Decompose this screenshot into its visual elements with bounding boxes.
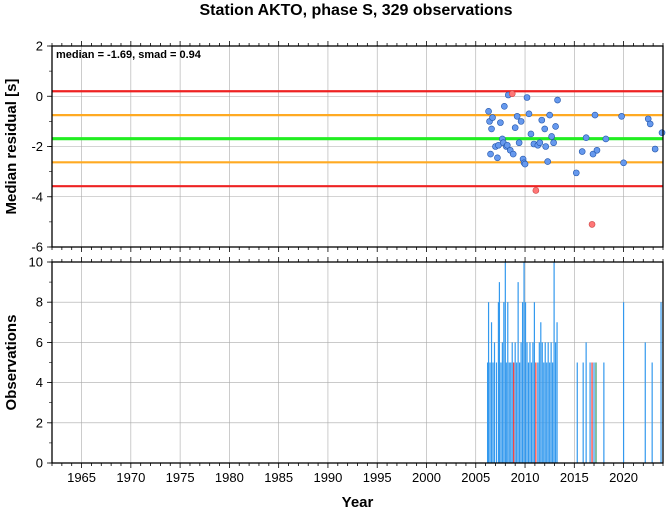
residual-point bbox=[501, 103, 508, 110]
residual-point bbox=[497, 119, 504, 126]
residual-point bbox=[487, 150, 494, 158]
y-tick-label: 6 bbox=[36, 335, 43, 350]
residual-point bbox=[494, 154, 501, 162]
panel-frame bbox=[51, 261, 664, 464]
residual-point bbox=[489, 114, 496, 121]
residual-point bbox=[536, 139, 544, 147]
x-tick-label: 2010 bbox=[511, 470, 540, 485]
y-axis-label-observations: Observations bbox=[3, 315, 20, 411]
residual-point bbox=[538, 116, 546, 124]
y-tick-label: 2 bbox=[36, 39, 43, 54]
x-tick-label: 1975 bbox=[166, 470, 195, 485]
residual-point bbox=[618, 113, 625, 120]
residual-point bbox=[509, 150, 517, 158]
y-tick-label: 8 bbox=[36, 295, 43, 310]
residual-point bbox=[591, 111, 599, 119]
y-tick-label: 4 bbox=[36, 375, 43, 390]
residual-panel: 2 0 -2 -4 -6 median = -1.69, smad = 0.94Media… bbox=[3, 39, 666, 255]
outlier-point bbox=[588, 221, 596, 228]
y-axis-label-residual: Median residual [s] bbox=[3, 79, 20, 215]
y-tick-label: -6 bbox=[31, 240, 43, 255]
x-tick-label: 2005 bbox=[461, 470, 490, 485]
residual-point bbox=[525, 110, 533, 118]
residual-point bbox=[552, 123, 559, 130]
residual-point bbox=[578, 148, 586, 155]
residual-point bbox=[651, 145, 659, 153]
x-tick-label: 1980 bbox=[215, 470, 244, 485]
x-tick-label: 1970 bbox=[116, 470, 145, 485]
residual-point bbox=[658, 129, 666, 136]
residual-point bbox=[550, 139, 557, 147]
residual-point bbox=[485, 108, 492, 115]
y-tick-label: 0 bbox=[36, 456, 43, 471]
outlier-point bbox=[532, 187, 540, 194]
chart-title: Station AKTO, phase S, 329 observations bbox=[200, 2, 513, 19]
panel-frame bbox=[51, 45, 664, 248]
y-tick-label: -4 bbox=[31, 189, 43, 204]
residual-point bbox=[620, 159, 627, 167]
x-tick-label: 2000 bbox=[412, 470, 441, 485]
residual-point bbox=[488, 125, 495, 133]
x-tick-label: 2020 bbox=[609, 470, 638, 485]
residual-point bbox=[646, 120, 654, 128]
stats-annotation: median = -1.69, smad = 0.94 bbox=[56, 49, 202, 61]
observations-panel: 10 8 6 4 2 0 1965 1970 1975 1980 1985 1990 1995 2000 2… bbox=[3, 255, 664, 511]
outlier-point bbox=[508, 90, 516, 98]
residual-point bbox=[542, 143, 550, 150]
residual-point bbox=[544, 158, 551, 165]
x-tick-label: 2015 bbox=[560, 470, 589, 485]
y-tick-label: 2 bbox=[36, 415, 43, 430]
residual-point bbox=[515, 139, 523, 147]
x-tick-label: 1985 bbox=[264, 470, 293, 485]
residual-point bbox=[582, 134, 590, 142]
x-axis-label: Year bbox=[342, 494, 374, 511]
residual-point bbox=[546, 111, 553, 119]
y-tick-label: 0 bbox=[36, 89, 43, 104]
residual-point bbox=[527, 130, 535, 138]
y-tick-label: -2 bbox=[31, 139, 43, 154]
residual-point bbox=[572, 169, 580, 177]
residual-point bbox=[523, 94, 531, 101]
residual-point bbox=[593, 146, 601, 154]
residual-point bbox=[521, 160, 529, 168]
residual-point bbox=[589, 150, 597, 158]
residual-point bbox=[517, 118, 525, 125]
x-tick-label: 1995 bbox=[363, 470, 392, 485]
residual-point bbox=[541, 125, 549, 133]
residual-point bbox=[554, 96, 561, 104]
residual-point bbox=[513, 113, 521, 120]
residual-point bbox=[511, 124, 519, 131]
residual-point bbox=[503, 141, 511, 149]
x-tick-label: 1990 bbox=[313, 470, 342, 485]
y-tick-label: 10 bbox=[29, 255, 43, 270]
residual-point bbox=[548, 133, 555, 140]
x-tick-label: 1965 bbox=[67, 470, 96, 485]
residual-point bbox=[602, 135, 610, 143]
